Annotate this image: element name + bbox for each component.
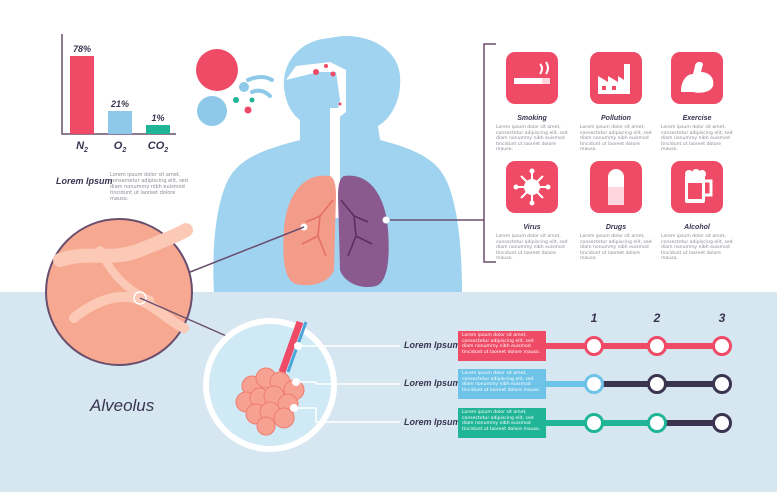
factor-description: Lorem ipsum dolor sit amet, consectetur … [580,234,652,262]
factor-description: Lorem ipsum dolor sit amet, consectetur … [661,125,733,153]
factor-description: Lorem ipsum dolor sit amet, consectetur … [580,125,652,153]
progress-node [712,336,732,356]
row-info-box: Lorem ipsum dolor sit amet, consectetur … [458,408,546,438]
progress-fill [546,381,594,387]
chart-caption-title: Lorem Ipsum [56,176,113,186]
progress-fill [546,343,722,349]
virus-icon [513,168,551,206]
bar-co [146,125,170,134]
bar-n [70,56,94,134]
bar-o [108,110,132,134]
factor-tile-pollution [590,52,642,104]
progress-node [584,374,604,394]
beer-mug-icon [685,169,713,203]
row-info-box: Lorem ipsum dolor sit amet, consectetur … [458,369,546,399]
chart-axis [61,34,176,135]
factor-title: Alcohol [684,224,710,231]
bar-value-label: 21% [110,98,129,109]
step-number: 2 [653,311,661,325]
row-label: Lorem Ipsum [404,340,461,350]
factor-tile-exercise [671,52,723,104]
progress-node [647,336,667,356]
progress-node [584,336,604,356]
factor-title: Virus [523,224,541,231]
row-label: Lorem Ipsum [404,417,461,427]
bar-category-label: CO2 [147,140,169,155]
progress-node [712,413,732,433]
factor-title: Pollution [601,115,631,122]
factor-title: Exercise [682,115,712,122]
bar-category-label: N2 [76,140,88,155]
progress-node [712,374,732,394]
factor-description: Lorem ipsum dolor sit amet, consectetur … [661,234,733,262]
factor-description: Lorem ipsum dolor sit amet, consectetur … [496,234,568,262]
factor-description: Lorem ipsum dolor sit amet, consectetur … [496,125,568,153]
factory-icon [598,64,630,94]
row-info-box: Lorem ipsum dolor sit amet, consectetur … [458,331,546,361]
factor-tile-drugs [590,161,642,213]
bar-value-label: 1% [151,113,165,123]
left-lung [283,175,336,286]
gas-chart: 78% N2 21% O2 1% CO2 [62,34,176,154]
alveolus-title: Alveolus [90,396,155,415]
bar-value-label: 78% [72,44,91,54]
alveolus-cluster [235,367,305,436]
cigarette-icon [514,61,550,84]
pill-icon [608,169,624,205]
right-lung [338,175,389,288]
factor-tile-virus [506,161,558,213]
step-number: 3 [718,311,726,325]
row-label: Lorem Ipsum [404,378,461,388]
trachea [330,108,340,218]
factor-title: Drugs [605,224,627,231]
flexed-arm-icon [681,61,714,93]
progress-node [647,374,667,394]
chart-caption-text: Lorem ipsum dolor sit amet, consectetur … [110,172,188,202]
factor-title: Smoking [517,115,547,122]
factor-tile-smoking [506,52,558,104]
factor-tile-alcohol [671,161,723,213]
progress-node [584,413,604,433]
bar-category-label: O2 [113,140,127,155]
progress-track [546,381,722,387]
progress-node [647,413,667,433]
step-number: 1 [590,311,598,325]
